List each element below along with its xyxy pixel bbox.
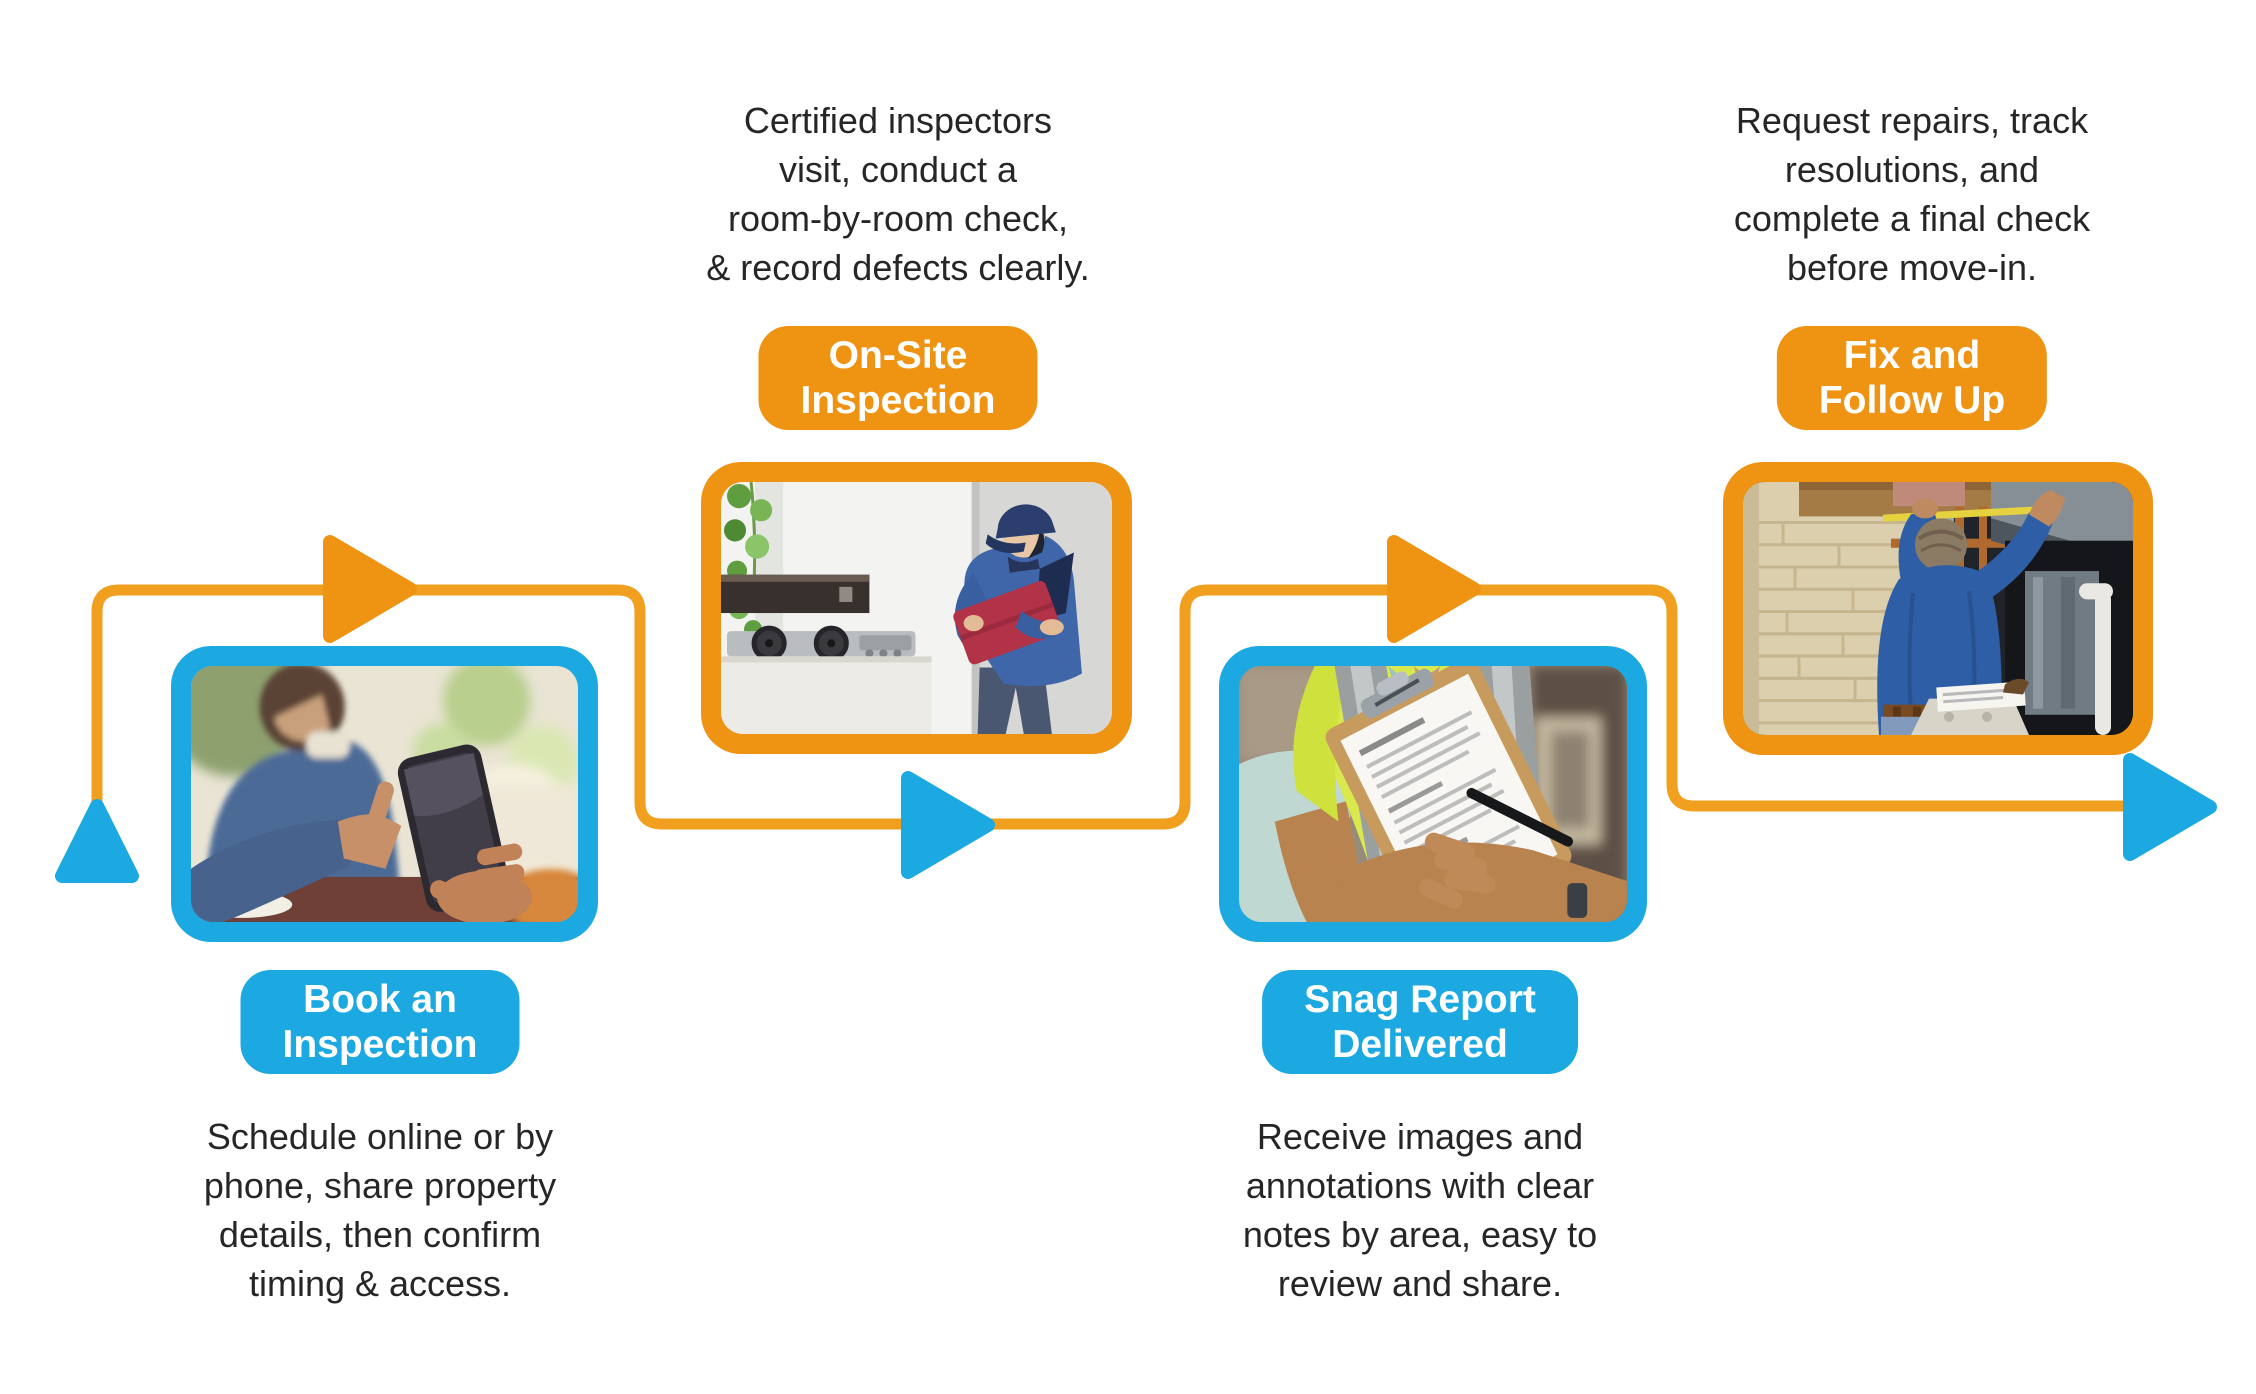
step-2-photo xyxy=(721,482,1112,734)
step-4-photo xyxy=(1743,482,2133,735)
flow-end-arrow-icon xyxy=(2123,753,2217,861)
inspector-figure xyxy=(953,504,1082,734)
flow-arrow-3-orange-icon xyxy=(1387,535,1481,643)
flow-path xyxy=(91,584,2176,830)
step-4-description: Request repairs, track resolutions, and … xyxy=(1733,100,2091,288)
step-3-badge: Snag Report Delivered xyxy=(1262,970,1578,1074)
step-3-badge-line2: Delivered xyxy=(1332,1023,1508,1066)
step-1-badge-line1: Book an xyxy=(303,978,457,1021)
step-2-badge-line2: Inspection xyxy=(800,379,996,422)
step-4-badge: Fix and Follow Up xyxy=(1776,326,2048,430)
step-3-photo xyxy=(1239,666,1627,922)
step-3-description: Receive images and annotations with clea… xyxy=(1242,1116,1598,1304)
flow-arrow-2-blue-icon xyxy=(901,771,995,879)
technician-figure xyxy=(1877,490,2065,735)
step-3-badge-line1: Snag Report xyxy=(1304,978,1536,1021)
step-2-description: Certified inspectors visit, conduct a ro… xyxy=(706,100,1090,288)
step-2-photo-frame xyxy=(701,462,1132,754)
step-3-photo-frame xyxy=(1219,646,1647,942)
step-1-photo-frame xyxy=(171,646,598,942)
step-4-badge-line2: Follow Up xyxy=(1818,379,2006,422)
flow-arrow-1-orange-icon xyxy=(323,535,417,643)
step-2-badge-line1: On-Site xyxy=(828,334,968,377)
step-4-badge-line1: Fix and xyxy=(1843,334,1981,377)
step-1-description: Schedule online or by phone, share prope… xyxy=(203,1116,557,1304)
step-2-badge: On-Site Inspection xyxy=(758,326,1038,430)
step-1-badge-line2: Inspection xyxy=(282,1023,478,1066)
flow-start-triangle-icon xyxy=(55,799,139,883)
step-1-badge: Book an Inspection xyxy=(240,970,520,1074)
step-4-photo-frame xyxy=(1723,462,2153,755)
step-1-photo xyxy=(191,666,578,922)
